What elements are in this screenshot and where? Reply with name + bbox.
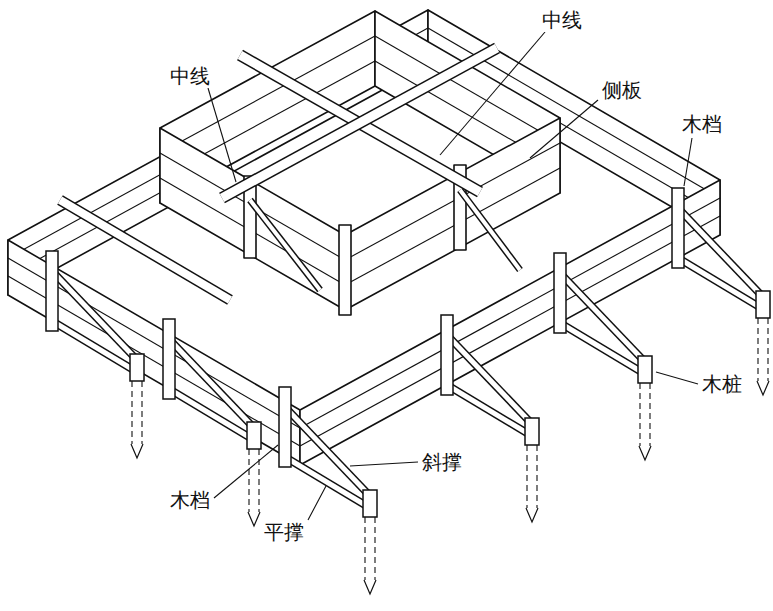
stake (247, 422, 261, 449)
post (339, 225, 351, 315)
horizontal-brace (52, 321, 137, 372)
horizontal-brace (560, 323, 645, 374)
part-label: 侧板 (600, 78, 644, 102)
side-board (8, 240, 300, 465)
horizontal-brace (678, 258, 763, 309)
centre-line-bar (222, 48, 497, 198)
side-board (160, 128, 345, 310)
part-label: 木桩 (700, 372, 744, 396)
part-label: 中线 (540, 8, 584, 32)
side-board (300, 180, 720, 465)
post (279, 387, 291, 467)
brace-set (46, 188, 770, 594)
post (441, 315, 453, 395)
side-board (345, 118, 560, 310)
stake (525, 418, 539, 445)
stake (638, 356, 652, 383)
stake-tip (364, 580, 376, 594)
stake (756, 291, 770, 318)
post (46, 251, 58, 331)
stake (130, 354, 144, 381)
part-label: 木档 (680, 112, 724, 136)
horizontal-brace (285, 457, 370, 508)
post (554, 253, 566, 333)
part-label: 中线 (168, 64, 212, 88)
post (672, 188, 684, 268)
brace (250, 190, 520, 290)
stake-tip (526, 508, 538, 522)
leader-lines (208, 32, 698, 520)
stake (363, 490, 377, 517)
stake-tip (131, 444, 143, 458)
horizontal-brace (169, 389, 254, 440)
part-label: 平撑 (262, 520, 306, 544)
part-label: 斜撑 (420, 450, 464, 474)
stake-tip (757, 381, 769, 395)
part-label: 木档 (168, 488, 212, 512)
post (163, 319, 175, 399)
stake-tip (639, 446, 651, 460)
stake-tip (248, 512, 260, 526)
horizontal-brace (447, 385, 532, 436)
